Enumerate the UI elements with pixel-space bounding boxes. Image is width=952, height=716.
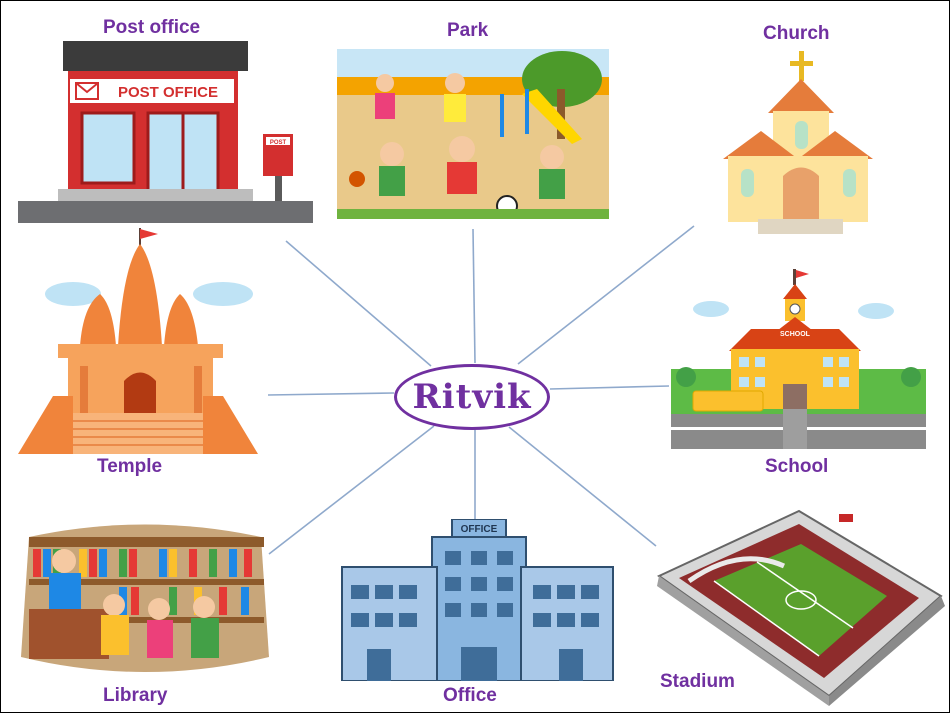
label-post-office: Post office (103, 17, 201, 38)
connector-stadium (508, 426, 657, 547)
office-sign: OFFICE (461, 524, 498, 535)
post-office-sign: POST OFFICE (118, 84, 218, 101)
connector-library (268, 425, 435, 555)
post-office-illustration: POST OFFICE POST (18, 41, 313, 223)
connector-temple (267, 392, 395, 396)
connector-church (517, 225, 695, 365)
church-illustration (723, 51, 873, 234)
connector-park (472, 228, 476, 364)
temple-illustration (18, 228, 258, 454)
label-office: Office (443, 685, 497, 706)
connector-school (549, 385, 670, 390)
label-library: Library (103, 685, 168, 706)
school-illustration: SCHOOL (671, 269, 926, 449)
label-stadium: Stadium (660, 671, 735, 692)
library-illustration (21, 524, 269, 672)
office-illustration: OFFICE (341, 519, 614, 681)
post-box-sign: POST (270, 140, 287, 146)
school-sign: SCHOOL (780, 331, 811, 338)
stadium-illustration (657, 509, 945, 706)
label-temple: Temple (97, 456, 163, 477)
center-node-label: Ritvik (412, 377, 532, 417)
center-node: Ritvik (394, 364, 550, 430)
park-illustration (337, 49, 609, 219)
label-school: School (765, 456, 829, 477)
label-park: Park (447, 20, 489, 41)
label-church: Church (763, 23, 830, 44)
connector-post-office (285, 240, 432, 367)
